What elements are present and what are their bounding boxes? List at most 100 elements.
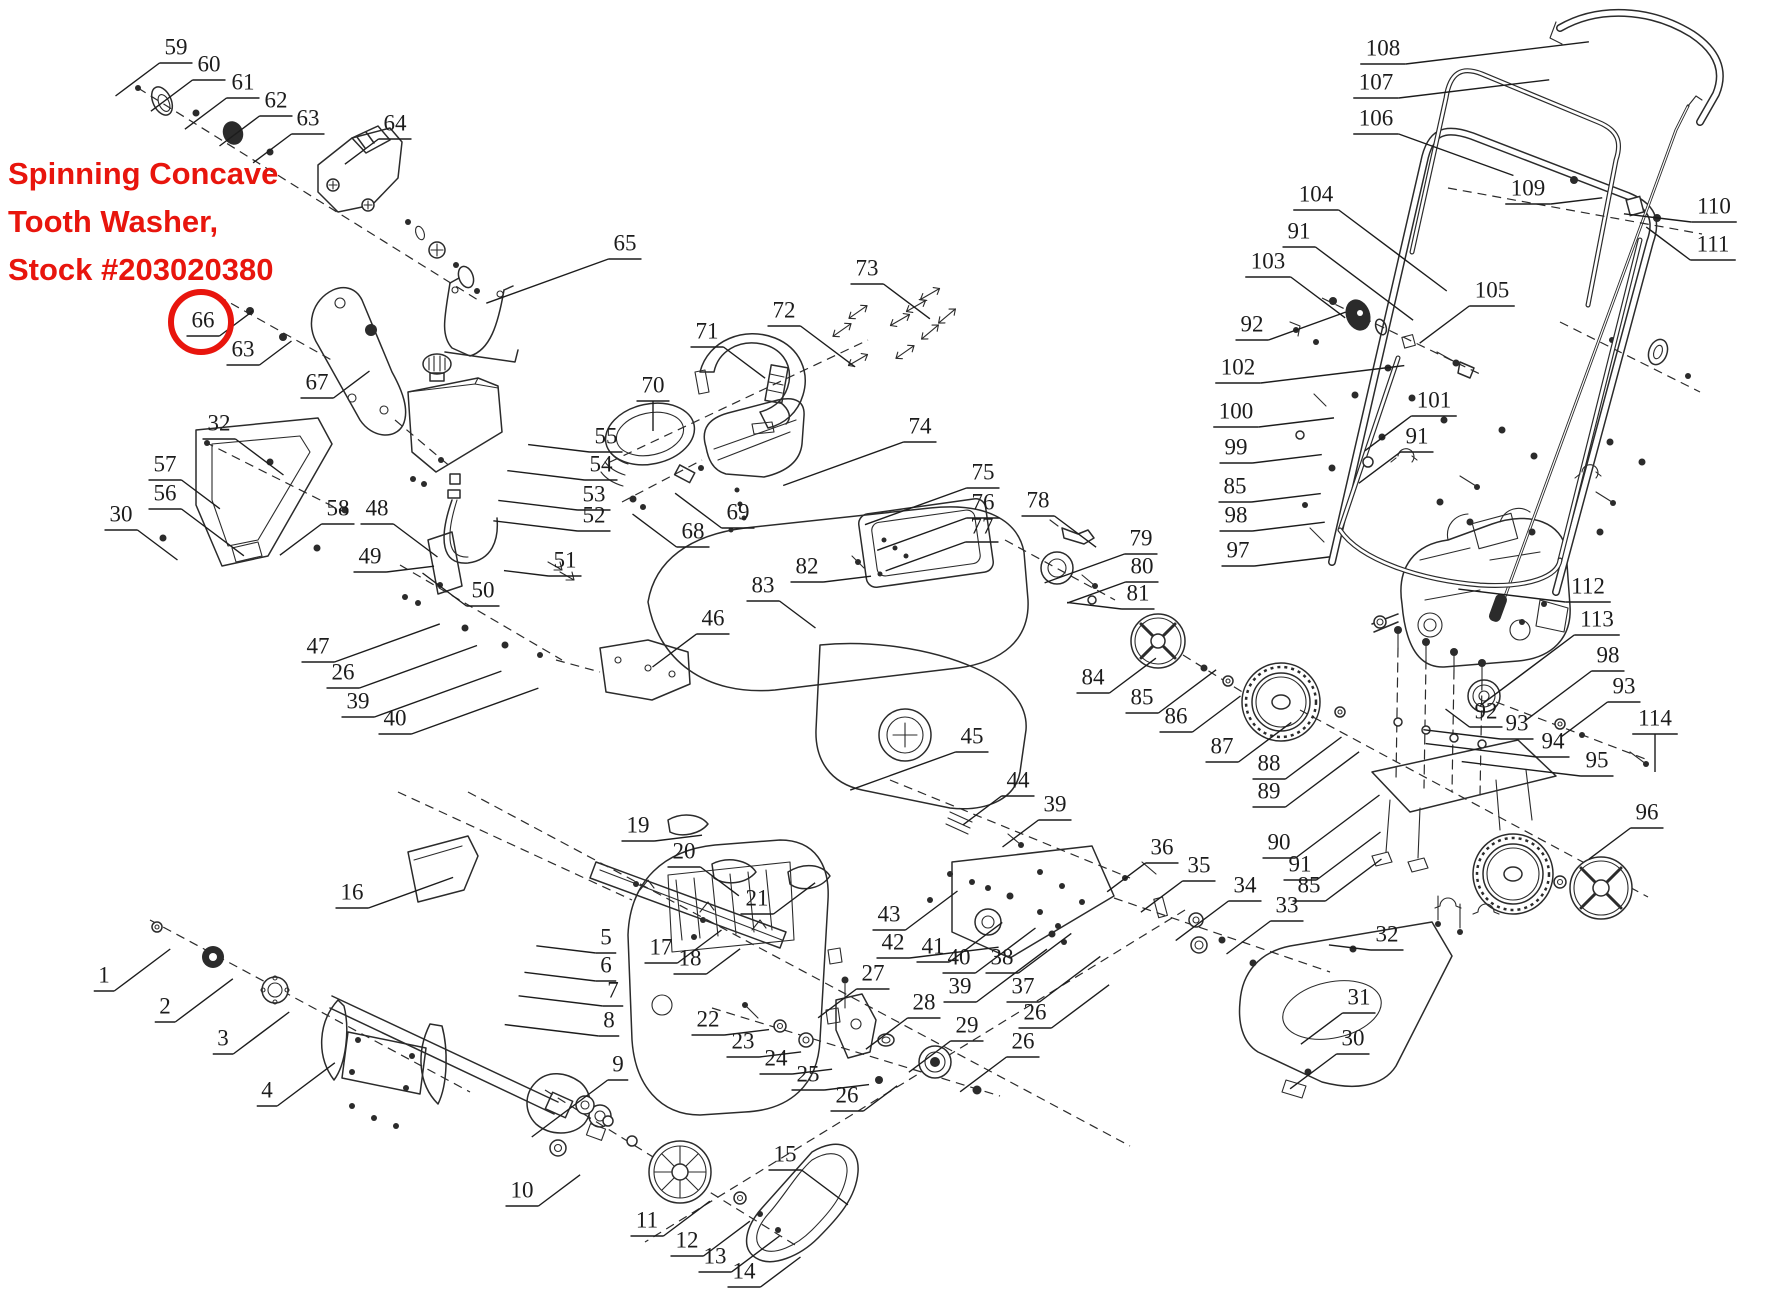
svg-text:17: 17 — [650, 934, 673, 959]
svg-text:74: 74 — [909, 413, 933, 438]
part-label-35: 35 — [1140, 852, 1216, 913]
part-label-85: 85 — [1125, 669, 1217, 714]
part-label-88: 88 — [1252, 736, 1342, 780]
part-label-92: 92 — [1445, 698, 1503, 728]
part-label-91: 91 — [1358, 423, 1434, 484]
svg-text:85: 85 — [1131, 684, 1154, 709]
part-label-32: 32 — [1328, 921, 1404, 951]
svg-text:30: 30 — [110, 501, 133, 526]
part-label-26: 26 — [326, 644, 478, 689]
part-label-36: 36 — [1106, 834, 1179, 893]
svg-text:72: 72 — [773, 297, 796, 322]
part-label-104: 104 — [1293, 181, 1448, 292]
part-label-3: 3 — [212, 1011, 290, 1055]
svg-text:14: 14 — [733, 1258, 757, 1283]
part-label-56: 56 — [148, 480, 245, 557]
part-label-97: 97 — [1221, 537, 1330, 567]
part-label-78: 78 — [1021, 487, 1097, 548]
part-label-32: 32 — [202, 410, 284, 476]
part-label-44: 44 — [962, 767, 1035, 826]
svg-text:25: 25 — [797, 1061, 820, 1086]
part-label-100: 100 — [1213, 398, 1335, 428]
part-label-69: 69 — [674, 492, 755, 529]
svg-text:68: 68 — [682, 518, 705, 543]
part-label-31: 31 — [1300, 984, 1376, 1045]
svg-text:67: 67 — [306, 369, 329, 394]
part-label-86: 86 — [1159, 695, 1241, 733]
part-label-95: 95 — [1461, 747, 1614, 777]
part-label-110: 110 — [1623, 193, 1737, 223]
svg-text:36: 36 — [1151, 834, 1174, 859]
part-label-60: 60 — [150, 51, 226, 112]
part-label-112: 112 — [1458, 573, 1611, 603]
part-label-93: 93 — [1423, 710, 1534, 740]
part-label-28: 28 — [865, 989, 941, 1050]
svg-text:95: 95 — [1586, 747, 1609, 772]
svg-text:29: 29 — [956, 1012, 979, 1037]
part-label-113: 113 — [1479, 606, 1620, 707]
part-label-19: 19 — [621, 812, 703, 842]
svg-text:38: 38 — [991, 944, 1014, 969]
part-label-75: 75 — [864, 459, 1000, 526]
annotation-line-1: Spinning Concave — [8, 156, 279, 191]
svg-text:55: 55 — [595, 423, 618, 448]
part-label-68: 68 — [632, 513, 710, 548]
annotation-line-2: Tooth Washer, — [8, 204, 219, 239]
part-label-84: 84 — [1076, 657, 1157, 694]
svg-text:79: 79 — [1130, 525, 1153, 550]
svg-text:103: 103 — [1251, 248, 1286, 273]
part-label-73: 73 — [850, 255, 931, 320]
idler-group-drawing — [711, 779, 1331, 1097]
svg-text:4: 4 — [261, 1077, 273, 1102]
part-label-63: 63 — [226, 336, 292, 366]
svg-text:50: 50 — [472, 577, 495, 602]
svg-text:43: 43 — [878, 901, 901, 926]
svg-text:49: 49 — [359, 543, 382, 568]
part-label-20: 20 — [667, 838, 740, 897]
part-label-26: 26 — [959, 1028, 1040, 1093]
svg-text:40: 40 — [384, 705, 407, 730]
svg-text:41: 41 — [922, 933, 945, 958]
part-label-91: 91 — [1282, 218, 1414, 321]
svg-text:61: 61 — [232, 69, 255, 94]
svg-text:62: 62 — [265, 87, 288, 112]
svg-text:1: 1 — [98, 962, 110, 987]
svg-text:98: 98 — [1597, 642, 1620, 667]
svg-text:27: 27 — [862, 960, 885, 985]
annotation-line-3: Stock #203020380 — [8, 252, 274, 287]
part-label-43: 43 — [872, 890, 958, 931]
svg-text:73: 73 — [856, 255, 879, 280]
part-label-10: 10 — [505, 1174, 581, 1207]
part-label-79: 79 — [1044, 525, 1158, 584]
part-label-30: 30 — [1289, 1025, 1370, 1090]
svg-text:75: 75 — [972, 459, 995, 484]
part-label-26: 26 — [830, 1082, 898, 1112]
svg-text:26: 26 — [836, 1082, 859, 1107]
svg-text:101: 101 — [1417, 387, 1452, 412]
svg-text:81: 81 — [1127, 580, 1150, 605]
svg-text:65: 65 — [614, 230, 637, 255]
svg-text:92: 92 — [1241, 311, 1264, 336]
svg-text:3: 3 — [217, 1025, 229, 1050]
svg-text:71: 71 — [696, 318, 719, 343]
svg-text:77: 77 — [971, 513, 994, 538]
part-label-111: 111 — [1645, 226, 1736, 261]
svg-text:93: 93 — [1506, 710, 1529, 735]
part-label-107: 107 — [1353, 69, 1550, 99]
part-label-52: 52 — [493, 502, 611, 532]
part-label-39: 39 — [341, 670, 502, 718]
part-label-58: 58 — [279, 495, 355, 556]
svg-text:66: 66 — [192, 307, 215, 332]
part-label-85: 85 — [1292, 858, 1382, 902]
svg-text:32: 32 — [1376, 921, 1399, 946]
svg-text:2: 2 — [159, 993, 171, 1018]
part-label-6: 6 — [524, 952, 617, 982]
part-label-37: 37 — [1006, 955, 1101, 1003]
svg-text:91: 91 — [1289, 851, 1312, 876]
engine-drawing — [1371, 507, 1649, 935]
part-label-65: 65 — [486, 230, 642, 304]
part-label-92: 92 — [1235, 311, 1346, 341]
svg-text:63: 63 — [232, 336, 255, 361]
svg-text:48: 48 — [366, 495, 389, 520]
svg-text:26: 26 — [1024, 999, 1047, 1024]
